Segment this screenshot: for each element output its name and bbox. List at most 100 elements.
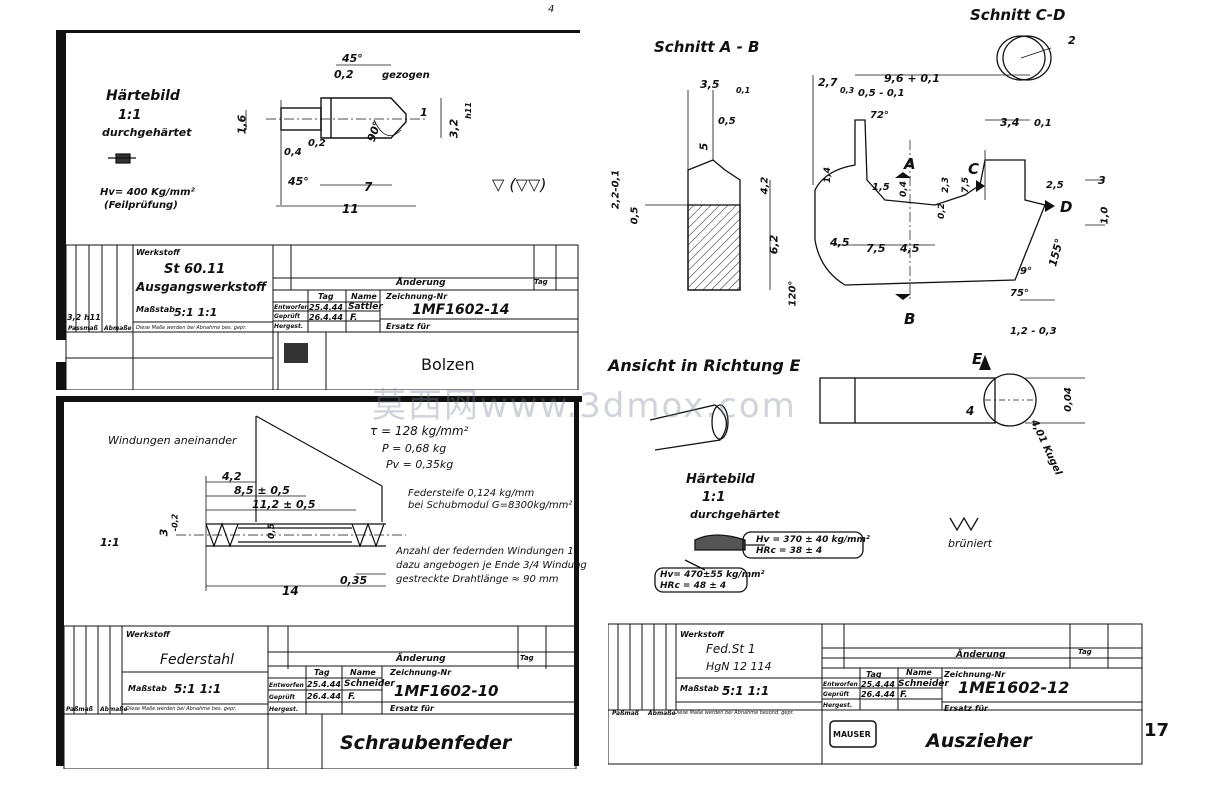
dim-t03: 0,3 <box>840 86 855 95</box>
bolzen-part <box>245 64 442 207</box>
tb-aenderung-label: Änderung <box>396 654 446 664</box>
dim-d62: 6,2 <box>767 234 781 255</box>
tb-aenderung-label: Änderung <box>396 278 446 288</box>
tb-tag-label: Tag <box>534 278 548 286</box>
tb-tag-label-2: Tag <box>314 668 330 677</box>
dim-dia3: 3 <box>157 528 171 537</box>
label-schubmodul: bei Schubmodul G=8300kg/mm² <box>408 500 573 511</box>
tb-ersatz-label: Ersatz für <box>386 322 430 331</box>
bolzen-titleblock-grid <box>65 244 579 390</box>
tb-tag-label: Tag <box>520 654 534 662</box>
tb-zeichnung-label: Zeichnung-Nr <box>386 292 448 301</box>
tb-passmass: Paßmaß <box>66 706 93 713</box>
tb-massstab-label: Maßstab <box>128 684 167 693</box>
tb-entworfen-date: 25.4.44 <box>309 303 343 312</box>
tb-massstab: 5:1 1:1 <box>722 684 770 698</box>
tb-ersatz-label: Ersatz für <box>944 704 988 713</box>
dim-chamfer: 45° <box>342 52 363 65</box>
tb-massstab-label: Maßstab <box>136 305 175 314</box>
tb-name-label: Name <box>351 292 377 301</box>
tb-note: Diese Maße werden bei Abnahme bes. gepr. <box>136 325 247 331</box>
sheet-feder: Windungen aneinander τ = 128 kg/mm² P = … <box>56 396 587 769</box>
sheet-border-top <box>56 396 582 402</box>
tb-zeichnung-nr: 1ME1602-12 <box>958 678 1070 697</box>
dim-d10: 1,0 <box>1099 206 1111 225</box>
dim-d1: 1 <box>420 106 428 119</box>
haertebild-title: Härtebild <box>686 472 755 487</box>
dim-d42: 4,2 <box>759 176 771 195</box>
dim-d05: 0,5 <box>718 116 736 127</box>
dim-d96: 9,6 + 0,1 <box>884 72 940 85</box>
sheet-border-top <box>56 30 580 33</box>
dim-a9: 9° <box>1020 266 1032 277</box>
hardness-sketch <box>108 153 136 164</box>
dim-d75: 7,5 <box>960 177 971 193</box>
label-c: C <box>968 160 980 178</box>
ansicht-title: Ansicht in Richtung E <box>608 356 801 375</box>
label-tau: τ = 128 kg/mm² <box>370 424 469 438</box>
dim-d22: 2,2-0,1 <box>610 169 622 210</box>
tb-entworfen-name: Schneider <box>898 679 949 689</box>
dim-d85: 8,5 ± 0,5 <box>234 484 290 497</box>
tb-zeichnung-label: Zeichnung-Nr <box>390 668 452 677</box>
tb-entworfen-label: Entworfen <box>269 682 304 689</box>
page-number: 17 <box>1144 720 1170 741</box>
label-p: P = 0,68 kg <box>382 442 447 455</box>
hardness-hv1: Hv = 370 ± 40 kg/mm² <box>756 535 870 545</box>
tb-geprueft-date: 26.4.44 <box>307 692 341 701</box>
tb-geprueft-label: Geprüft <box>274 313 300 320</box>
dim-d23: 2,3 <box>940 177 951 193</box>
mauser-logo-box <box>829 720 877 748</box>
tb-name-label: Name <box>350 668 376 677</box>
haertebild-note: durchgehärtet <box>690 508 780 521</box>
tb-geprueft-label: Geprüft <box>823 691 849 698</box>
page-corner-mark: 4 <box>548 4 555 15</box>
dim-d35: 3,5 <box>700 78 720 91</box>
tb-zeichnung-label: Zeichnung-Nr <box>944 670 1006 679</box>
tb-aenderung-label: Änderung <box>956 650 1006 660</box>
tb-massstab-label: Maßstab <box>680 684 719 693</box>
tb-title: Schraubenfeder <box>340 732 512 754</box>
dim-tol3: -0,2 <box>170 513 180 532</box>
tb-hergestellt-label: Hergest. <box>823 702 853 709</box>
dim-a75: 75° <box>1010 288 1029 299</box>
dim-d035: 0,35 <box>340 574 368 587</box>
schnitt-ab-title: Schnitt A - B <box>654 38 760 56</box>
tb-entworfen-name: Sattler <box>348 302 383 312</box>
sheet-border-left <box>56 30 66 390</box>
label-angebogen: dazu angebogen je Ende 3/4 Windung <box>396 560 587 571</box>
watermark: 莫西网www.3dmox.com <box>372 386 797 426</box>
label-gezogen: gezogen <box>382 70 430 81</box>
dim-d02: 0,2 <box>936 203 947 219</box>
bolzen-logo-mark <box>284 343 308 363</box>
label-b: B <box>904 310 916 328</box>
dim-d15: 1,5 <box>872 182 890 193</box>
tb-werkstoff-label: Werkstoff <box>126 630 170 639</box>
tb-werkstoff2: HgN 12 114 <box>706 660 772 673</box>
haertebild-note: durchgehärtet <box>102 126 192 139</box>
dim-d05c: 0,5 - 0,1 <box>858 88 905 99</box>
dim-d25: 2,5 <box>1046 180 1064 191</box>
tb-hergestellt-label: Hergest. <box>269 706 299 713</box>
tb-title: Auszieher <box>926 730 1032 752</box>
tb-entworfen-date: 25.4.44 <box>861 680 895 689</box>
dim-d16: 1,6 <box>235 114 249 135</box>
dim-len11: 11 <box>342 202 359 216</box>
dim-a120: 120° <box>787 280 799 307</box>
tb-hergestellt-label: Hergest. <box>274 323 304 330</box>
label-federsteife: Federsteife 0,124 kg/mm <box>408 488 535 499</box>
dim-chamfer2: 45° <box>288 175 309 188</box>
tb-massstab: 5:1 1:1 <box>174 682 222 696</box>
schnitt-cd-title: Schnitt C-D <box>970 6 1066 24</box>
haertebild-scale: 1:1 <box>118 108 142 123</box>
tb-zeichnung-nr: 1MF1602-14 <box>412 302 510 318</box>
tb-entworfen-name: Schneider <box>344 679 395 689</box>
surface-symbol: ▽ (▽▽) <box>492 175 547 194</box>
feder-titleblock-grid <box>63 625 577 769</box>
tb-geprueft-name: F. <box>350 313 358 323</box>
punch-hole <box>56 340 74 362</box>
scale-label: 1:1 <box>100 536 120 549</box>
haertebild-title: Härtebild <box>106 88 180 104</box>
tb-werkstoff-label: Werkstoff <box>680 630 724 639</box>
dim-d02b: 0,2 <box>308 138 326 149</box>
